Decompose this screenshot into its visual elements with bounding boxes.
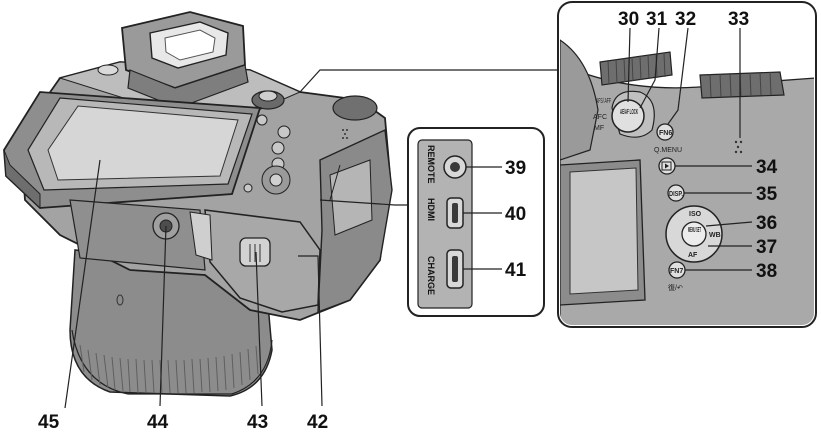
- camera-body-illustration: [3, 11, 558, 397]
- leader-lines-bottom: [64, 159, 323, 409]
- label-iso: ISO: [689, 211, 702, 218]
- lens-grip-ring: [71, 329, 273, 395]
- speaker-grille: [734, 140, 743, 154]
- hdmi-port: [446, 197, 464, 229]
- callout-30: 30: [618, 9, 639, 30]
- button-detail-panel: AE/AF LOCK AFS/ AFF AFC MF FN6 Q.MENU DI…: [557, 1, 817, 328]
- callout-37: 37: [756, 237, 777, 258]
- leader-lines-right: [627, 27, 753, 271]
- label-disp: DISP.: [669, 191, 683, 198]
- viewfinder-eyecup: [121, 11, 249, 109]
- port-leader-lines: [463, 166, 502, 270]
- menu-set-button: [681, 221, 707, 247]
- port-detail-panel: REMOTE HDMI CHARGE 39 40 41: [407, 127, 545, 317]
- speaker-dots: [342, 129, 348, 139]
- remote-port: [443, 155, 467, 179]
- rear-dial: [332, 95, 378, 121]
- label-q-menu: Q.MENU: [654, 147, 682, 154]
- label-wb: WB: [709, 232, 721, 239]
- label-af: AF: [688, 252, 698, 259]
- card-battery-door: [189, 209, 321, 313]
- callout-39: 39: [505, 158, 526, 179]
- callout-32: 32: [675, 9, 696, 30]
- callout-33: 33: [728, 9, 749, 30]
- lcd-monitor: [3, 91, 262, 210]
- label-hdmi: HDMI: [426, 198, 436, 221]
- callout-41: 41: [505, 260, 527, 281]
- callout-43: 43: [247, 412, 268, 433]
- callout-35: 35: [756, 184, 778, 205]
- ae-af-lock-button: [611, 99, 645, 133]
- callout-40: 40: [505, 204, 526, 225]
- rear-buttons: [243, 114, 291, 195]
- callout-45: 45: [38, 412, 60, 433]
- usb-charge-port: [446, 249, 464, 289]
- label-mf: MF: [594, 125, 604, 132]
- callout-34: 34: [756, 157, 778, 178]
- label-remote: REMOTE: [426, 145, 436, 184]
- label-afc: AFC: [593, 114, 607, 121]
- callout-42: 42: [307, 412, 328, 433]
- callout-36: 36: [756, 213, 777, 234]
- label-ae-af-lock: AE/AF LOCK: [620, 109, 638, 116]
- callout-38: 38: [756, 261, 777, 282]
- label-fn6: FN6: [659, 130, 672, 137]
- label-fn7: FN7: [670, 268, 683, 275]
- callout-44: 44: [147, 412, 169, 433]
- label-afs-aff: AFS/ AFF: [596, 98, 611, 105]
- fn6-button: [656, 123, 674, 141]
- label-menu-set: MENU SET: [688, 227, 701, 234]
- label-charge: CHARGE: [426, 256, 436, 295]
- label-fn7-sub: 復/↶: [668, 283, 683, 292]
- callout-31: 31: [646, 9, 668, 30]
